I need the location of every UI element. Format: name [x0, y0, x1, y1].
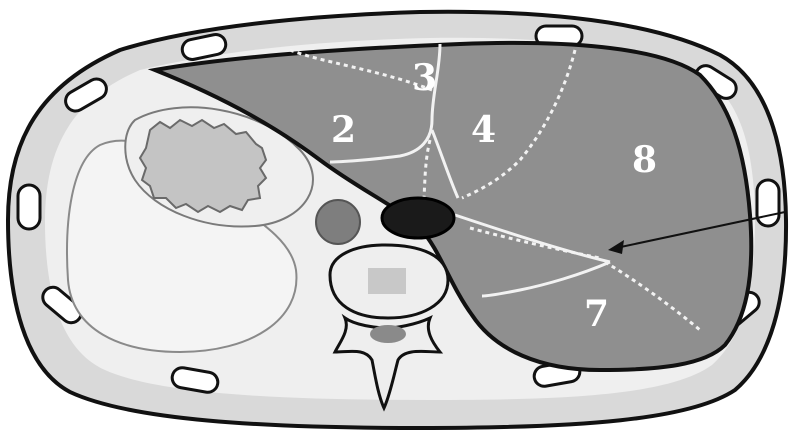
- spinal-canal: [370, 325, 406, 343]
- stomach-lumen: [140, 120, 266, 212]
- segment-label-3: 3: [412, 57, 437, 99]
- rib: [757, 180, 779, 226]
- vertebral-core: [368, 268, 406, 294]
- rib: [18, 185, 40, 229]
- segment-label-8: 8: [632, 139, 657, 181]
- segment-label-4: 4: [471, 109, 496, 151]
- segment-label-7: 7: [584, 293, 609, 335]
- inferior-vena-cava: [382, 198, 454, 238]
- aorta: [316, 200, 360, 244]
- segment-label-2: 2: [331, 109, 356, 151]
